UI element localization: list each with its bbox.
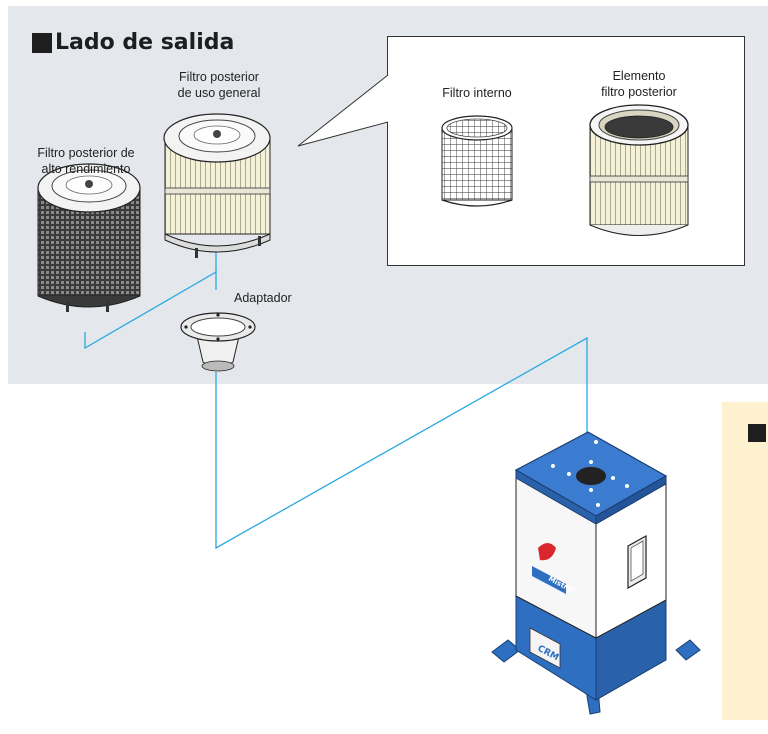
high-filter-label-line2: alto rendimiento	[41, 162, 131, 176]
side-info-panel	[722, 402, 768, 720]
callout-pointer	[297, 74, 389, 147]
section-title-text: Lado de salida	[55, 30, 235, 55]
high-filter-label-line1: Filtro posterior de	[37, 146, 135, 160]
general-filter-label-line2: de uso general	[177, 86, 261, 100]
element-filter-label: Elemento filtro posterior	[584, 68, 694, 100]
high-filter-label: Filtro posterior de alto rendimiento	[22, 145, 150, 177]
adapter-label: Adaptador	[234, 291, 292, 305]
general-use-filter-illustration	[163, 113, 271, 258]
side-panel-square-icon	[748, 424, 766, 442]
adapter-illustration	[180, 312, 256, 372]
high-performance-filter-illustration	[37, 163, 141, 312]
general-filter-label: Filtro posterior de uso general	[164, 69, 274, 101]
element-filter-label-line1: Elemento	[612, 69, 666, 83]
connector-lines	[84, 246, 588, 550]
inner-filter-label: Filtro interno	[442, 86, 512, 100]
element-filter-illustration	[589, 104, 689, 236]
general-filter-label-line1: Filtro posterior	[179, 70, 259, 84]
title-square-icon	[32, 32, 52, 53]
section-title: Lado de salida	[32, 30, 234, 55]
inner-filter-illustration	[441, 115, 513, 207]
element-filter-label-line2: filtro posterior	[601, 85, 677, 99]
vacuum-unit-illustration	[491, 431, 701, 715]
